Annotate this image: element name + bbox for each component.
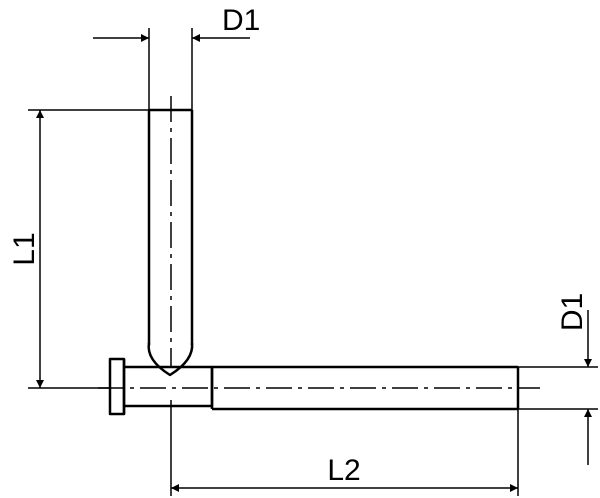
tee-saddle [147, 342, 194, 377]
d1-right-label: D1 [556, 293, 589, 331]
l2-label: L2 [327, 454, 360, 487]
tee-fitting-body [122, 359, 214, 414]
tee-fitting-flange [108, 357, 126, 416]
d1-top-label: D1 [222, 4, 260, 37]
l1-label: L1 [8, 232, 41, 265]
